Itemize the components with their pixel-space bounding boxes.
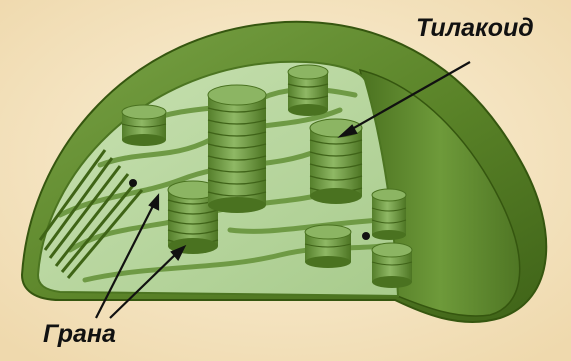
stroma-granule [129, 179, 137, 187]
granum-stack-5 [122, 105, 166, 146]
label-grana: Грана [43, 320, 116, 349]
granum-stack-7 [372, 243, 412, 288]
granum-stack-2 [208, 85, 266, 213]
stroma-granule [362, 232, 370, 240]
granum-stack-6 [372, 189, 406, 240]
granum-stack-4 [288, 65, 328, 116]
granum-stack-8 [305, 225, 351, 268]
label-thylakoid: Тилакоид [416, 14, 534, 43]
